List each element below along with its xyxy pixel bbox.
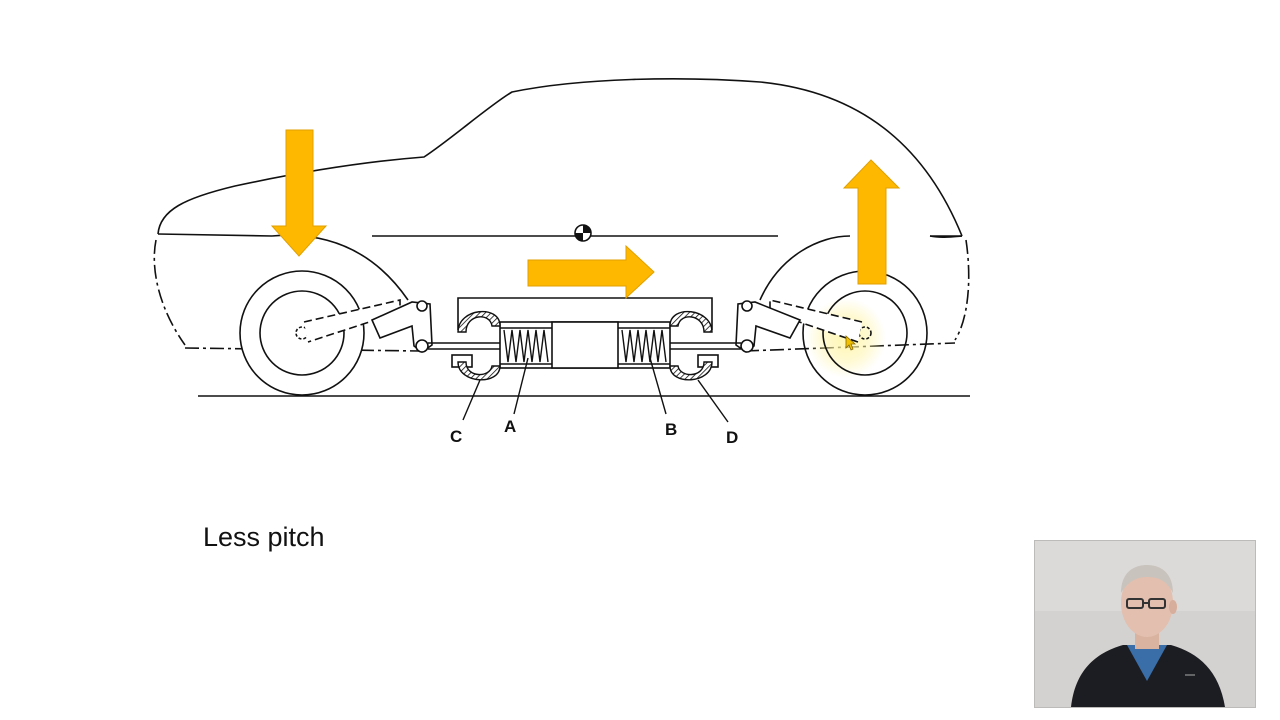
center-of-gravity-icon <box>574 224 592 242</box>
connecting-rods <box>428 342 741 350</box>
rear-trailing-arm <box>735 298 863 353</box>
front-down-arrow <box>270 129 328 257</box>
label-b: B <box>665 420 677 439</box>
front-wheel <box>239 270 365 396</box>
front-trailing-arm <box>303 298 433 353</box>
label-leaders <box>462 357 729 423</box>
label-a: A <box>504 417 516 436</box>
presenter-webcam <box>1034 540 1256 708</box>
label-c: C <box>450 427 462 446</box>
inertia-forward-arrow <box>527 244 655 300</box>
slide-caption: Less pitch <box>203 522 325 552</box>
spring-b <box>618 327 670 365</box>
label-d: D <box>726 428 738 447</box>
rear-up-arrow <box>842 159 901 285</box>
interconnection-unit <box>451 297 719 369</box>
cursor-icon <box>845 335 857 351</box>
rubber-bellows <box>457 310 713 381</box>
